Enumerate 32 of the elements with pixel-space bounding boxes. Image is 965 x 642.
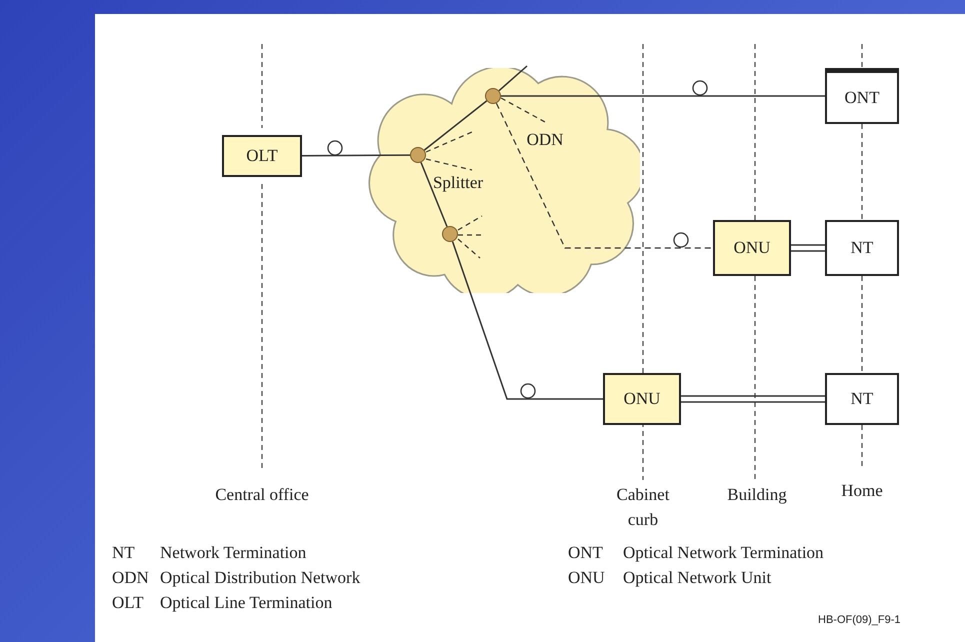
- abbreviation: ONT: [568, 543, 603, 563]
- equipment-box: NT: [825, 373, 899, 425]
- definition: Optical Line Termination: [160, 593, 332, 613]
- location-label: Building: [726, 484, 788, 506]
- location-label: Home: [840, 480, 884, 502]
- fiber-line: [302, 154, 410, 156]
- network-label: ODN: [526, 130, 564, 150]
- splitter-label: Splitter: [432, 173, 484, 193]
- fiber-line: [790, 244, 826, 252]
- fiber-line: [680, 395, 826, 403]
- abbreviation: NT: [112, 543, 135, 563]
- fiber-line: [496, 102, 713, 249]
- definition: Network Termination: [160, 543, 306, 563]
- figure-id: HB-OF(09)_F9-1: [818, 614, 901, 626]
- fiber-line: [498, 65, 528, 92]
- fiber-line: [424, 100, 488, 151]
- equipment-box: NT: [825, 220, 899, 276]
- equipment-box: ONU: [713, 220, 791, 276]
- fiber-line: [452, 241, 603, 400]
- fiber-line: [420, 162, 448, 227]
- equipment-box: ONU: [603, 373, 681, 425]
- location-label: Cabinet curb: [616, 484, 670, 531]
- abbreviation: ODN: [112, 568, 149, 588]
- location-label: Central office: [214, 484, 310, 506]
- definition: Optical Network Unit: [623, 568, 772, 588]
- definition: Optical Network Termination: [623, 543, 824, 563]
- definition: Optical Distribution Network: [160, 568, 360, 588]
- abbreviation: ONU: [568, 568, 605, 588]
- equipment-box: ONT: [825, 68, 899, 124]
- equipment-box: OLT: [222, 135, 302, 177]
- abbreviation: OLT: [112, 593, 144, 613]
- fiber-line: [501, 95, 825, 97]
